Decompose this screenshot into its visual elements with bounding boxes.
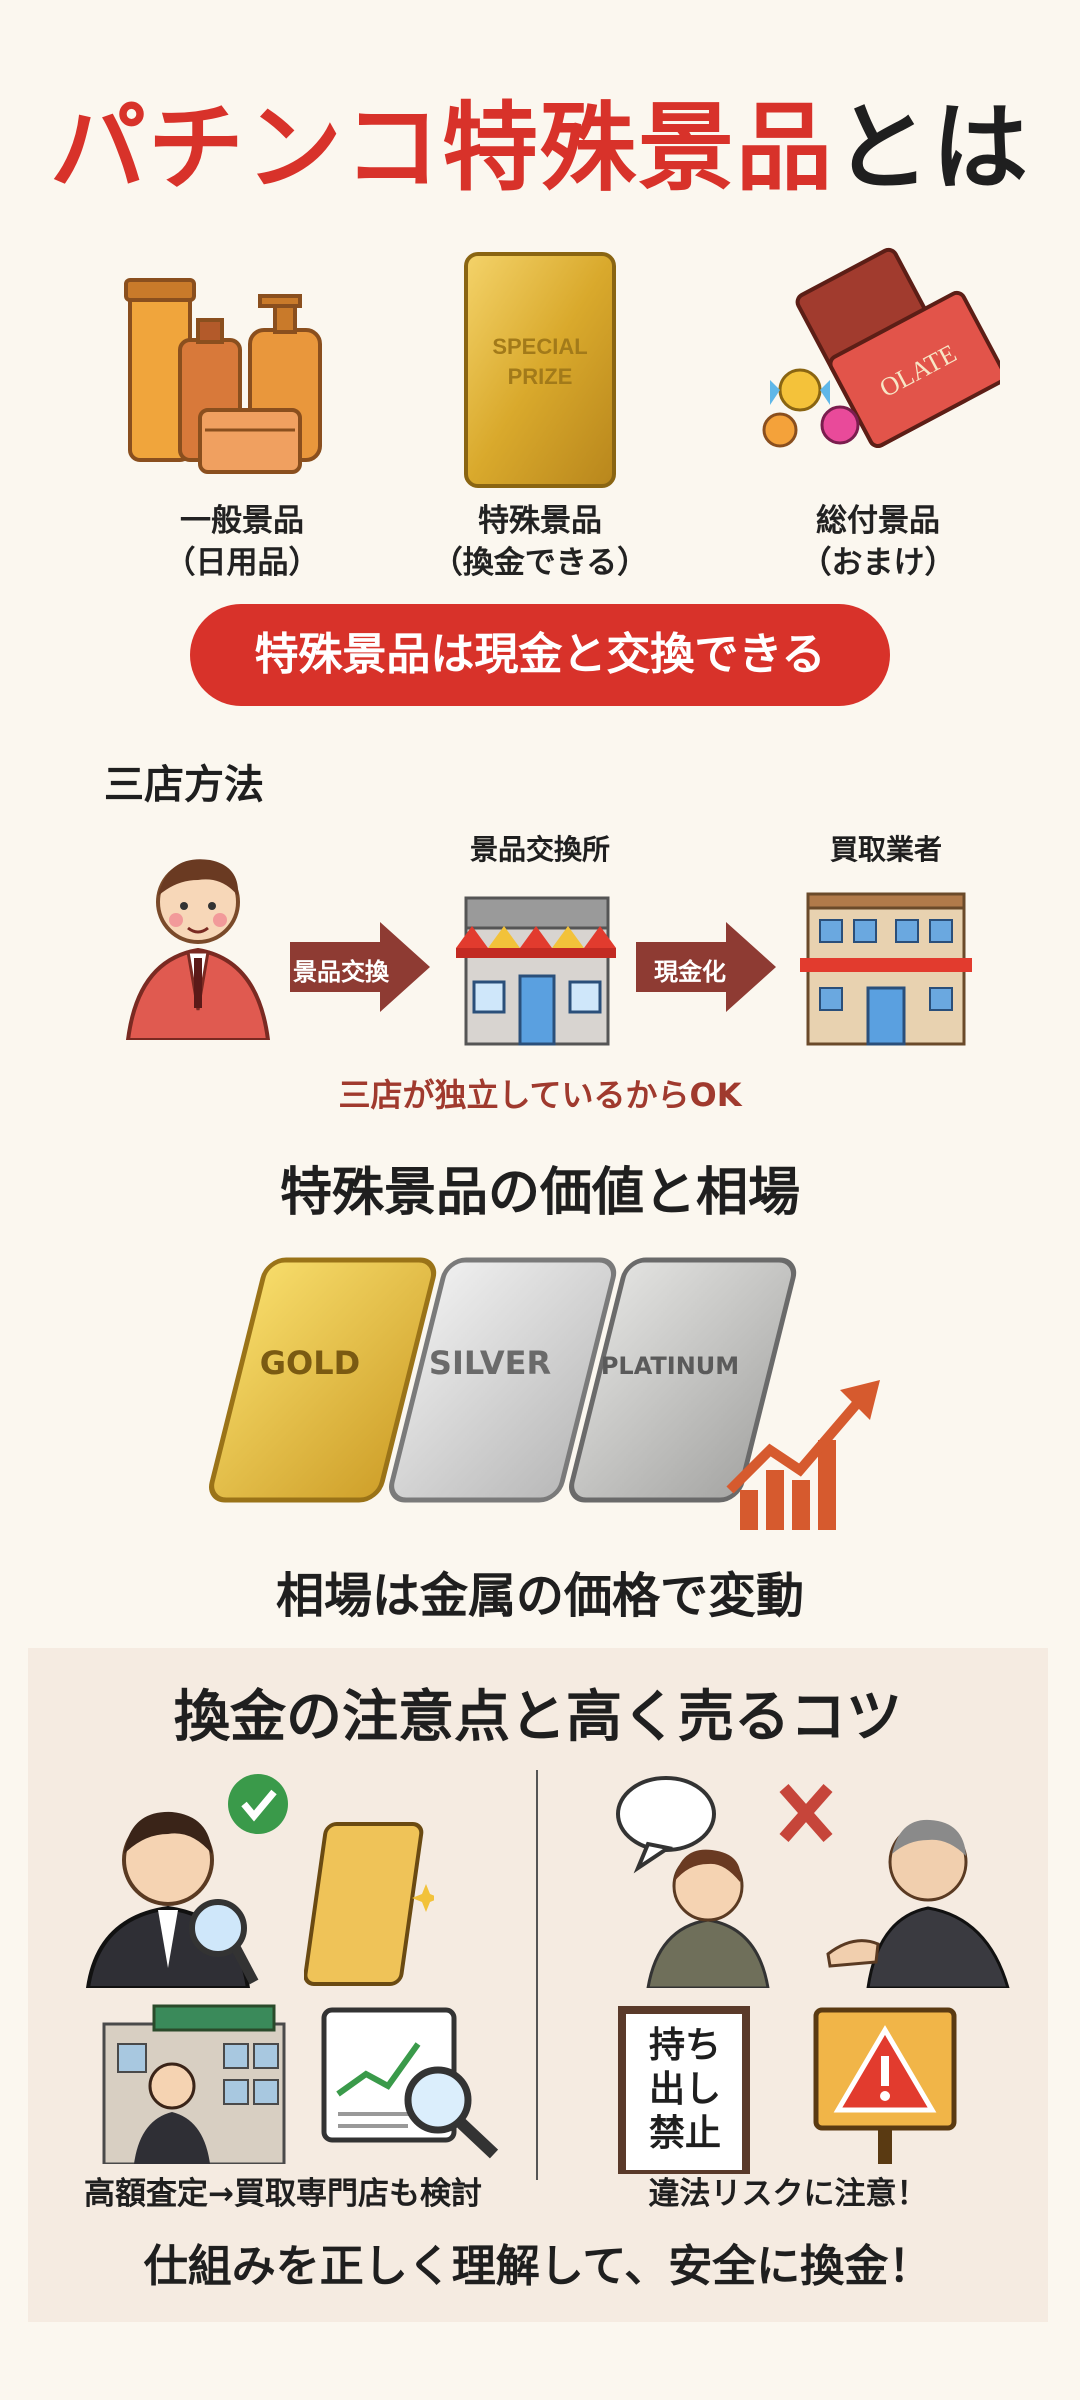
appraiser-icon [85, 1774, 288, 1988]
shop-staff-icon [102, 2004, 286, 2164]
chocolate-candy-icon: OLATE [762, 247, 1000, 448]
tips-divider [536, 1770, 538, 2180]
bar-gold-label: GOLD [260, 1344, 360, 1382]
left-tip-caption: 高額査定→買取専門店も検討 [84, 2176, 482, 2212]
metal-bars-icon: GOLD SILVER PLATINUM [209, 1257, 880, 1530]
customer-icon [125, 859, 271, 1040]
buyer-building-icon [800, 892, 972, 1046]
prize-special: 特殊景品 （換金できる） [390, 240, 690, 584]
chart-magnifier-icon [321, 2007, 499, 2159]
three-store-heading: 三店方法 [104, 762, 264, 808]
prize-special-line1: 特殊景品 [478, 503, 602, 539]
special-card-line1: SPECIAL [492, 334, 587, 359]
prize-general-line1: 一般景品 [180, 503, 304, 539]
sign-line-3: 禁止 [648, 2113, 721, 2154]
prize-special-line2: （換金できる） [431, 545, 649, 581]
cosmetics-icon [124, 278, 322, 474]
special-prize-card-icon: SPECIAL PRIZE [464, 252, 616, 488]
prize-general: 一般景品 （日用品） [92, 240, 392, 584]
prize-bonus: 総付景品 （おまけ） [728, 240, 1028, 584]
title-black: とは [834, 92, 1030, 204]
prize-bonus-line1: 総付景品 [816, 503, 940, 539]
no-takeout-sign-icon [618, 2006, 750, 2174]
value-heading: 特殊景品の価値と相場 [279, 1163, 800, 1223]
sign-line-1: 持ち [648, 2025, 721, 2066]
conversation-icon [616, 1776, 1010, 1988]
right-tip-caption: 違法リスクに注意！ [648, 2176, 928, 2212]
special-prize-banner: 特殊景品は現金と交換できる [190, 604, 890, 706]
prize-bonus-line2: （おまけ） [800, 545, 956, 581]
warning-sign-icon [813, 2007, 957, 2164]
title-red: パチンコ特殊景品 [50, 92, 834, 204]
value-caption: 相場は金属の価格で変動 [275, 1568, 804, 1624]
three-store-note: 三店が独立しているからOK [338, 1076, 742, 1114]
arrow-right-icon-1 [290, 922, 430, 1012]
exchange-shop-icon [456, 896, 616, 1046]
prize-general-line2: （日用品） [164, 545, 320, 581]
bar-silver-label: SILVER [429, 1344, 551, 1382]
gold-card-icon [304, 1822, 434, 1986]
arrow-label-cash: 現金化 [654, 958, 726, 986]
trend-up-icon [726, 1380, 880, 1530]
bar-platinum-label: PLATINUM [601, 1352, 739, 1380]
arrow-right-icon-2 [636, 922, 776, 1012]
page-title: パチンコ特殊景品とは [0, 70, 1080, 209]
arrow-label-exchange: 景品交換 [293, 958, 389, 986]
tips-heading: 換金の注意点と高く売るコツ [174, 1685, 902, 1750]
exchange-label: 景品交換所 [469, 833, 610, 866]
special-card-line2: PRIZE [508, 364, 573, 389]
tips-panel: 換金の注意点と高く売るコツ [28, 1648, 1048, 2322]
buyer-label: 買取業者 [829, 833, 942, 866]
tips-bottom-line: 仕組みを正しく理解して、安全に換金！ [143, 2241, 933, 2292]
sign-line-2: 出し [648, 2069, 721, 2110]
